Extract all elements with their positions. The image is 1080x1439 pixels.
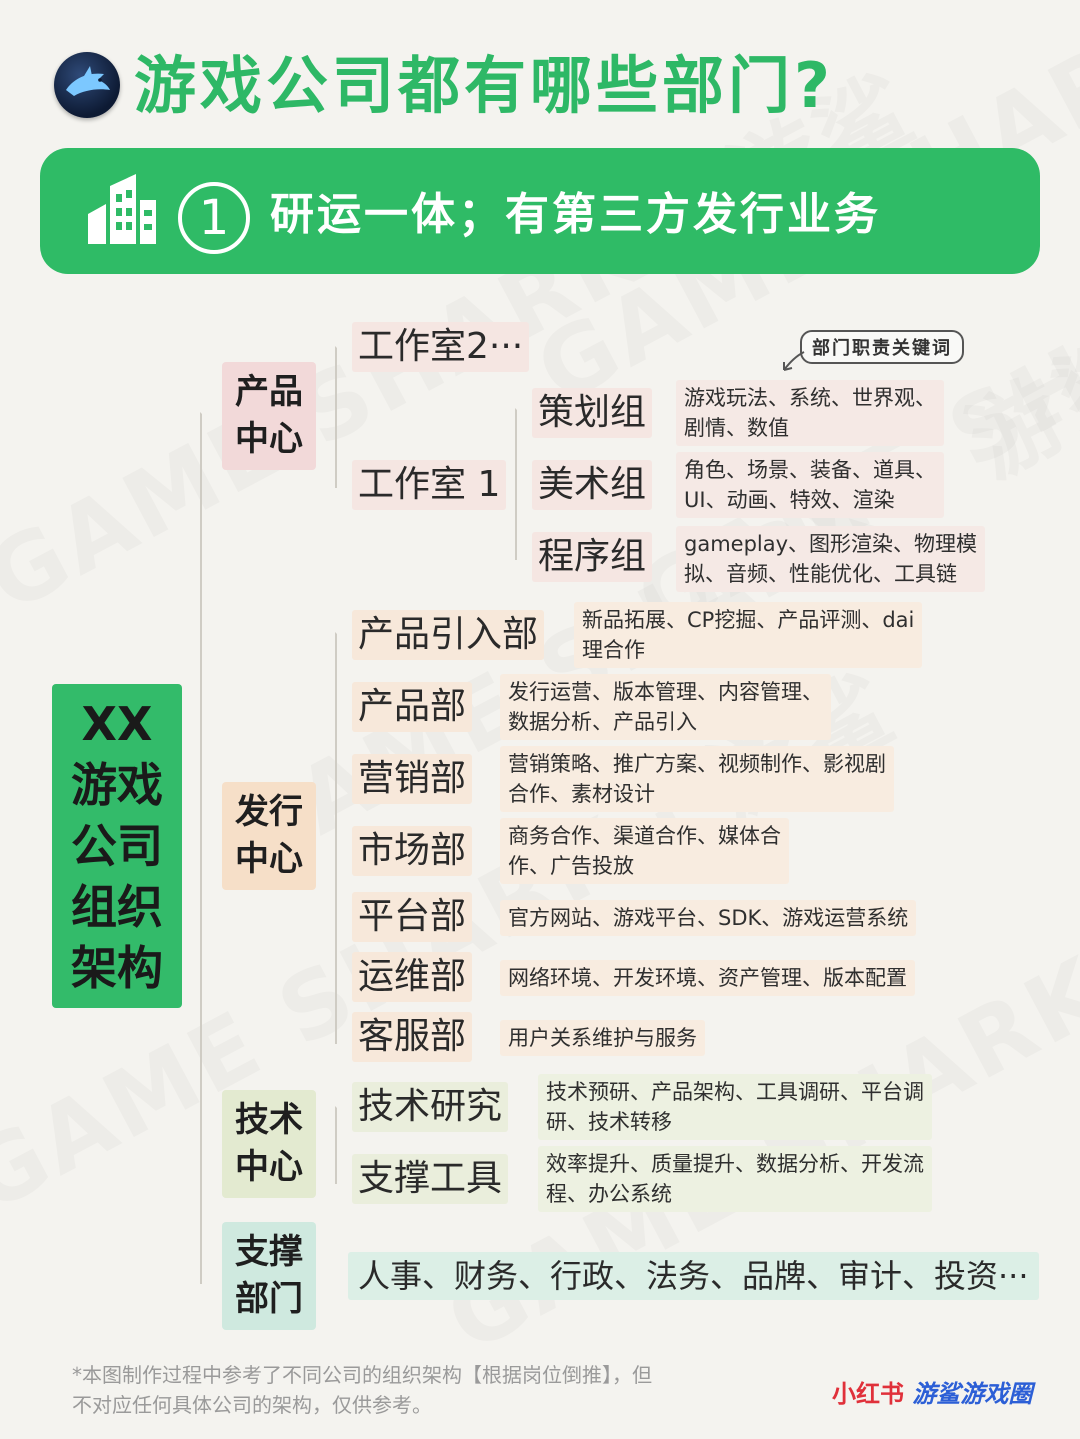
root-bracket (200, 412, 202, 1284)
section-heading: 研运一体；有第三方发行业务 (270, 189, 881, 240)
dept-platform: 平台部 (352, 892, 473, 942)
brand-platform: 小红书 (832, 1380, 904, 1408)
product-bracket (335, 346, 337, 488)
category-tech: 技术中心 (222, 1090, 316, 1198)
root-node: XX 游戏 公司 组织 架构 (52, 684, 182, 1008)
page-title: 游戏公司都有哪些部门? (134, 49, 834, 122)
category-support: 支撑部门 (222, 1222, 316, 1330)
dept-market: 市场部 (352, 826, 473, 876)
dept-tech-research-desc: 技术预研、产品架构、工具调研、平台调研、技术转移 (538, 1074, 932, 1140)
publish-bracket (335, 632, 337, 1044)
dept-marketing: 营销部 (352, 754, 473, 804)
group-design: 策划组 (532, 388, 653, 438)
dept-product-intro: 产品引入部 (352, 610, 545, 660)
group-program: 程序组 (532, 532, 653, 582)
shark-logo-icon (54, 52, 120, 118)
brand-label: 小红书 游鲨游戏圈 (832, 1374, 1032, 1409)
support-desc: 人事、财务、行政、法务、品牌、审计、投资··· (348, 1252, 1039, 1300)
dept-service-desc: 用户关系维护与服务 (500, 1020, 705, 1056)
group-design-desc: 游戏玩法、系统、世界观、剧情、数值 (676, 380, 944, 446)
dept-platform-desc: 官方网站、游戏平台、SDK、游戏运营系统 (500, 900, 917, 936)
footer-note: *本图制作过程中参考了不同公司的组织架构【根据岗位倒推】，但不对应任何具体公司的… (72, 1363, 652, 1417)
studio-1: 工作室 1 (352, 460, 507, 510)
dept-support-tools: 支撑工具 (352, 1154, 509, 1204)
dept-market-desc: 商务合作、渠道合作、媒体合作、广告投放 (500, 818, 789, 884)
dept-ops-desc: 网络环境、开发环境、资产管理、版本配置 (500, 960, 915, 996)
dept-service: 客服部 (352, 1012, 473, 1062)
group-art: 美术组 (532, 460, 653, 510)
group-art-desc: 角色、场景、装备、道具、UI、动画、特效、渲染 (676, 452, 944, 518)
section-number: 1 (178, 182, 250, 254)
root-line: 游戏 (71, 757, 163, 812)
keyword-callout: 部门职责关键词 (800, 330, 964, 364)
dept-ops: 运维部 (352, 952, 473, 1002)
studio-2: 工作室2··· (352, 322, 530, 372)
tech-bracket (335, 1106, 337, 1184)
root-line: XX (81, 696, 153, 751)
dept-marketing-desc: 营销策略、推广方案、视频制作、影视剧合作、素材设计 (500, 746, 894, 812)
brand-account: 游鲨游戏圈 (912, 1380, 1033, 1408)
dept-tech-research: 技术研究 (352, 1082, 509, 1132)
root-line: 架构 (71, 940, 163, 995)
arrow-icon (780, 350, 806, 376)
dept-product: 产品部 (352, 682, 473, 732)
root-line: 公司 (71, 818, 163, 873)
dept-support-tools-desc: 效率提升、质量提升、数据分析、开发流程、办公系统 (538, 1146, 932, 1212)
studio1-bracket (515, 408, 517, 560)
category-product: 产品中心 (222, 362, 316, 470)
dept-product-desc: 发行运营、版本管理、内容管理、数据分析、产品引入 (500, 674, 831, 740)
building-icon (86, 170, 158, 250)
category-publish: 发行中心 (222, 782, 316, 890)
group-program-desc: gameplay、图形渲染、物理模拟、音频、性能优化、工具链 (676, 526, 986, 592)
root-line: 组织 (71, 879, 163, 934)
